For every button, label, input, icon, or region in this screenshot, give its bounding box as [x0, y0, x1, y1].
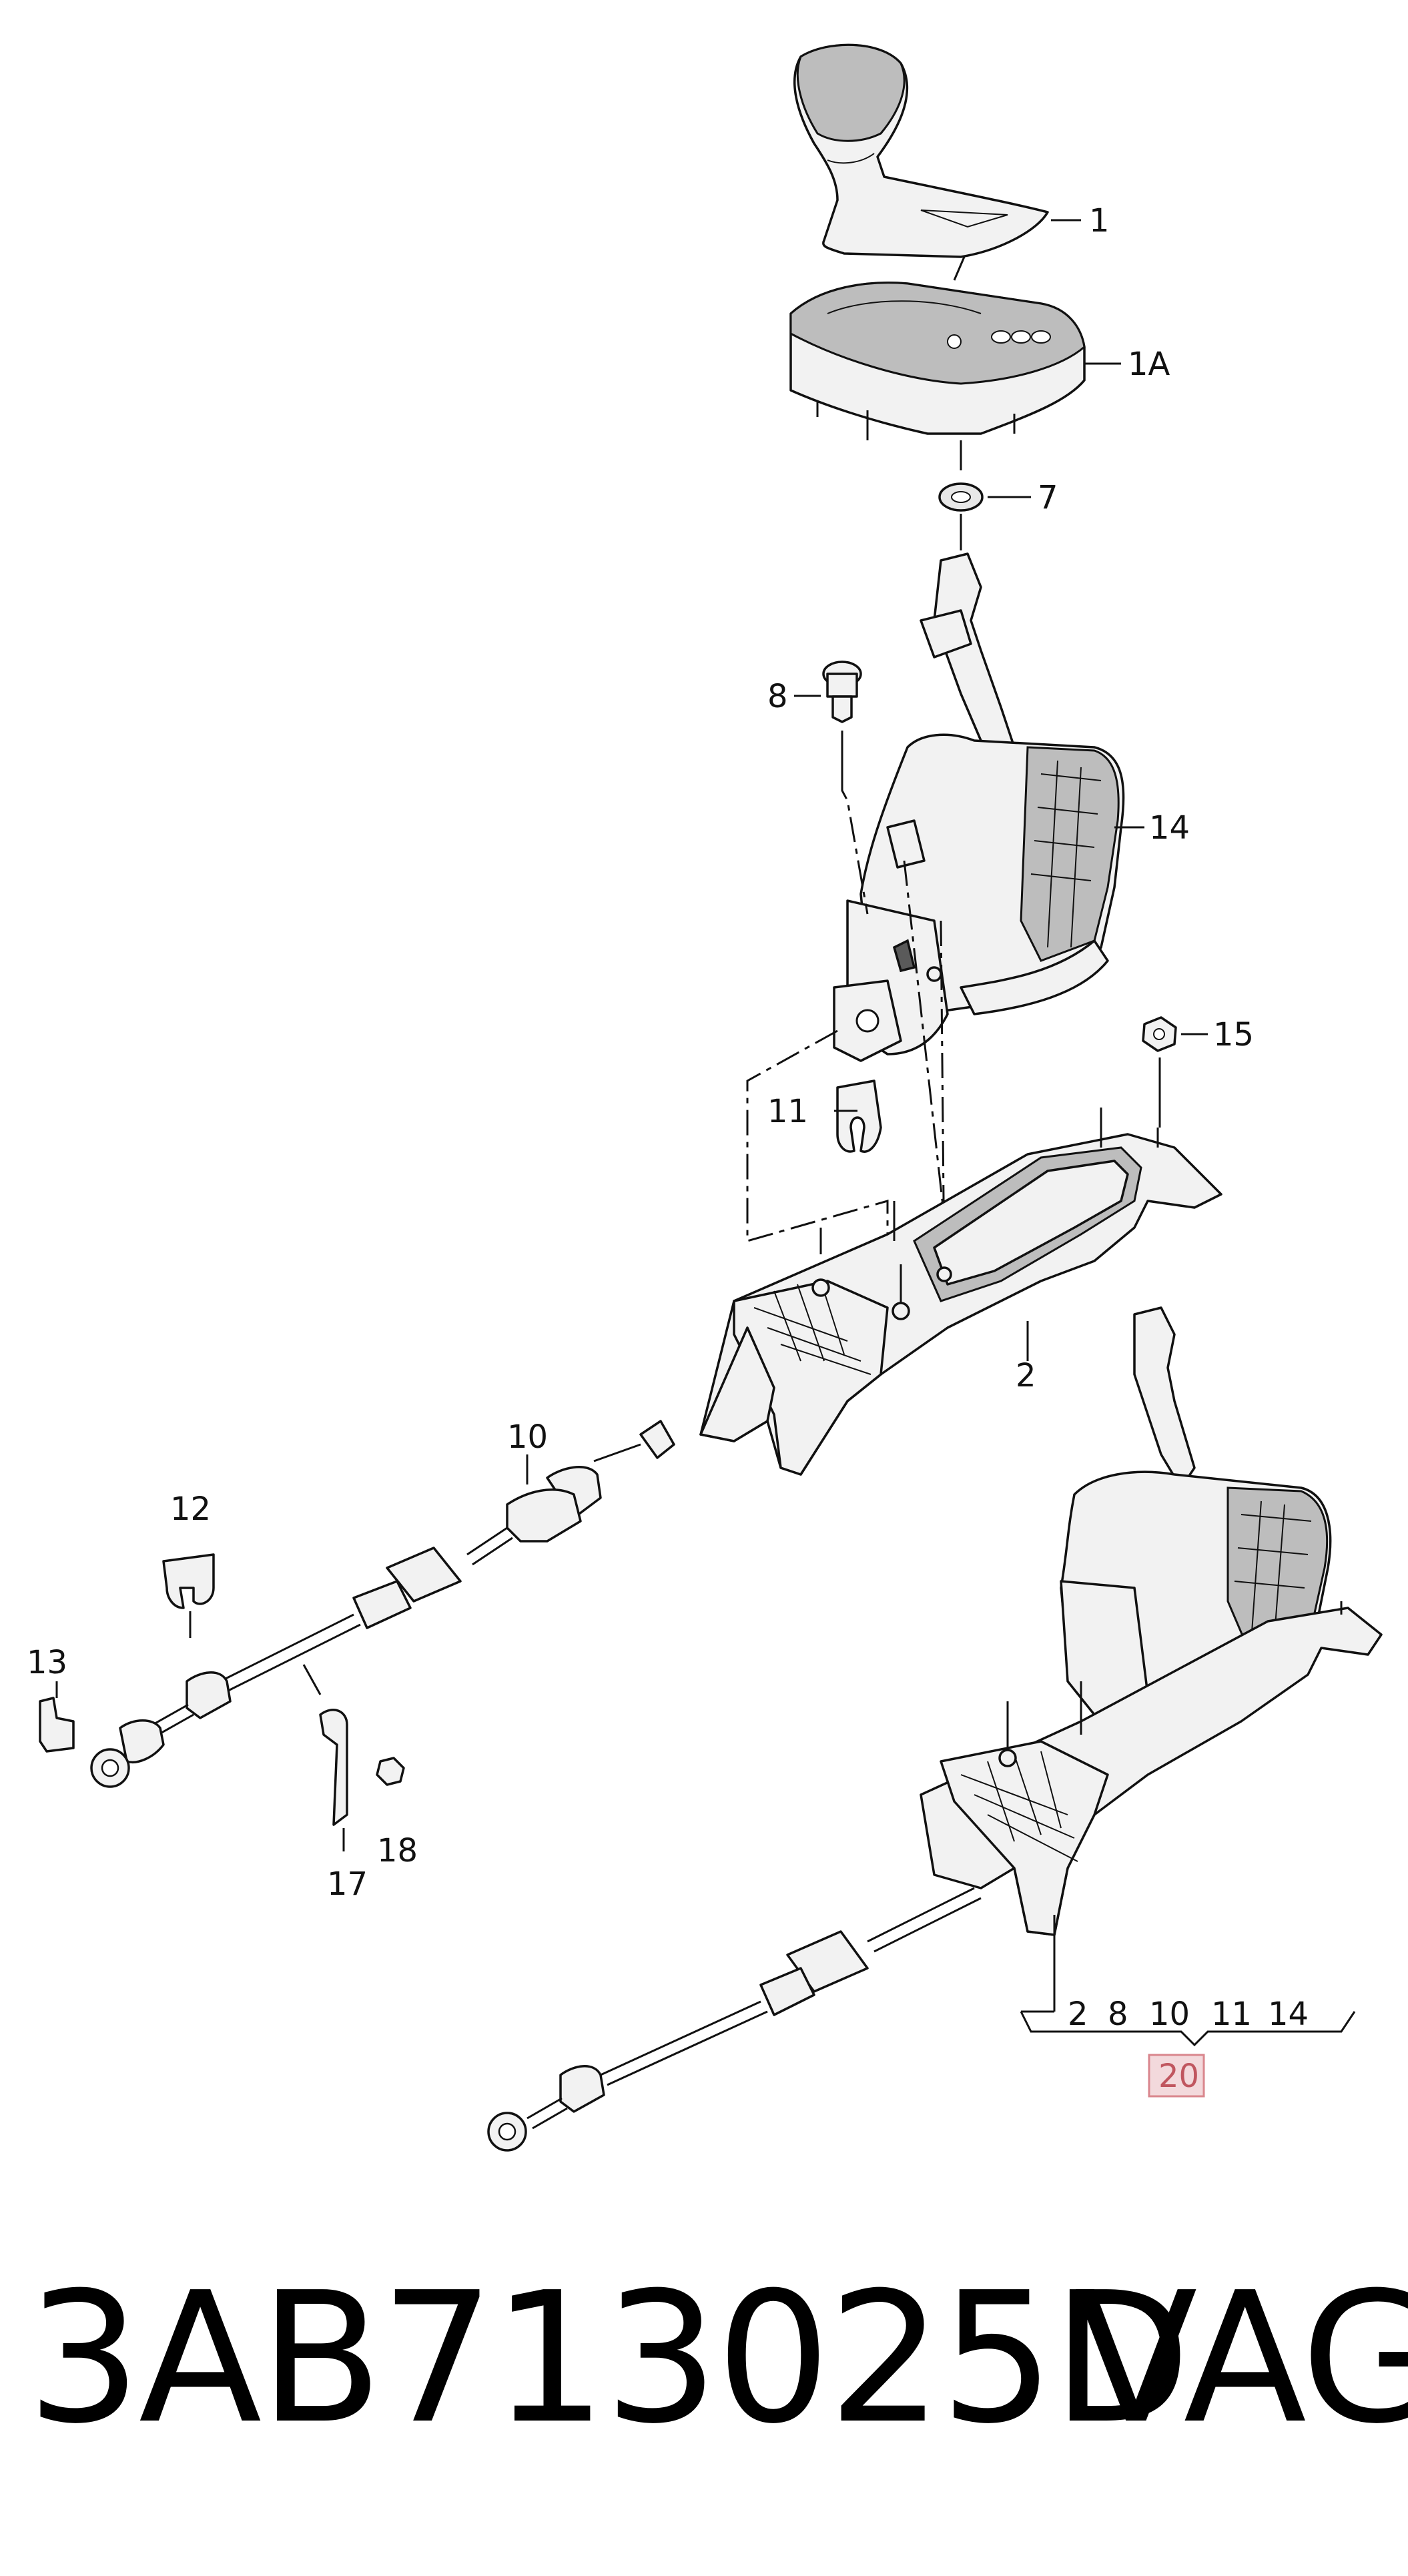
shift-cover-part	[789, 282, 1086, 440]
callout-18: 18	[377, 1832, 418, 1869]
callout-15: 15	[1213, 1016, 1254, 1053]
nut-part	[1142, 1016, 1177, 1128]
callout-7: 7	[1038, 479, 1058, 516]
clip-part	[836, 1080, 882, 1153]
callout-17: 17	[327, 1865, 368, 1903]
callout-1a: 1A	[1128, 346, 1170, 383]
callout-2: 2	[1016, 1357, 1036, 1394]
brand-text: VAG	[1074, 2253, 1408, 2463]
callout-20: 20	[1158, 2058, 1199, 2095]
assembly-item-2: 2	[1068, 1996, 1088, 2033]
retainer-part	[39, 1681, 75, 1753]
callout-14: 14	[1149, 809, 1190, 847]
bolt-part	[822, 661, 862, 791]
selector-cable-part	[90, 1420, 675, 1788]
callout-12: 12	[170, 1490, 211, 1528]
leader-lines	[526, 219, 1356, 2047]
callout-10: 10	[507, 1418, 548, 1456]
gear-knob-part	[793, 43, 1049, 281]
cable-clip-part	[162, 1553, 215, 1638]
bracket-nut-part	[376, 1757, 405, 1786]
washer-part	[938, 440, 984, 550]
housing-bracket-part	[699, 1108, 1222, 1476]
assembly-item-14: 14	[1268, 1996, 1309, 2033]
callout-20-highlight	[1148, 2054, 1205, 2098]
mounting-bracket-part	[302, 1664, 348, 1851]
assembly-item-11: 11	[1211, 1996, 1252, 2033]
assembly-item-10: 10	[1149, 1996, 1190, 2033]
complete-assembly-part	[487, 1306, 1383, 2152]
callout-8: 8	[767, 678, 788, 715]
callout-11: 11	[767, 1093, 808, 1130]
part-number-text: 3AB713025D	[27, 2253, 1190, 2463]
callout-1: 1	[1089, 202, 1110, 240]
assembly-item-8: 8	[1108, 1996, 1128, 2033]
callout-labels: 1 1A 7 8 14 15 11 2 10 12 13 17 18 2 8 1…	[27, 202, 1309, 2098]
selector-mechanism-part	[833, 552, 1125, 1062]
callout-13: 13	[27, 1644, 67, 1681]
